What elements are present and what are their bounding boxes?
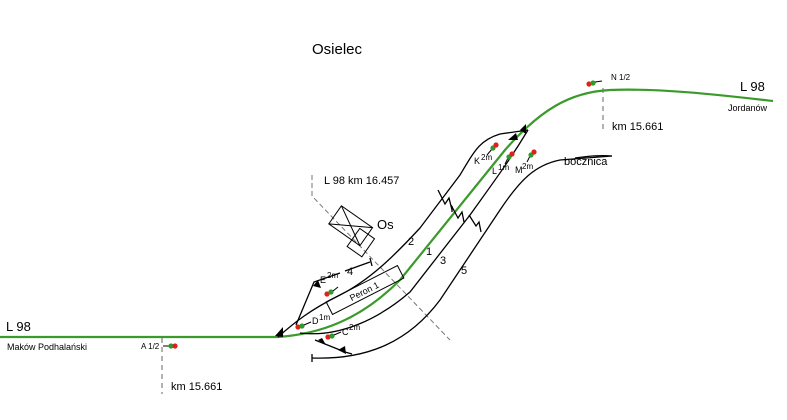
signal-k: K 2m <box>474 142 499 166</box>
signal-green-lamp <box>168 343 174 349</box>
signal-a-label: A 1/2 <box>141 342 160 351</box>
catenary-separator <box>468 214 482 233</box>
signal-red-lamp <box>509 151 515 157</box>
signal-a: A 1/2 <box>141 342 178 351</box>
destination-left: Maków Podhalański <box>7 342 87 352</box>
signal-red-lamp <box>172 343 178 349</box>
signal-n: N 1/2 <box>586 73 631 87</box>
line-label-right: L 98 <box>740 79 765 94</box>
signal-green-lamp <box>328 289 334 295</box>
switch-marker <box>313 280 321 288</box>
station-building <box>328 205 376 258</box>
signal-red-lamp <box>324 291 330 297</box>
signal-red-lamp <box>295 324 301 330</box>
track-3 <box>299 129 529 335</box>
signal-k-label: K <box>474 156 480 166</box>
track-label-1: 1 <box>426 246 432 258</box>
switch-marker <box>338 346 346 354</box>
siding-track <box>574 154 613 159</box>
station-axis-marker <box>311 175 451 341</box>
signal-l: L 1m <box>492 151 515 176</box>
signal-red-lamp <box>325 334 331 340</box>
signal-m: M 2m <box>515 149 537 175</box>
signal-m-sup: 2m <box>522 162 533 171</box>
km-label-left: km 15.661 <box>171 381 222 393</box>
track-label-5: 5 <box>461 265 467 277</box>
signal-d: D 1m <box>295 313 330 330</box>
track-label-2: 2 <box>408 236 414 248</box>
signal-green-lamp <box>299 323 305 329</box>
km-label-right: km 15.661 <box>612 121 663 133</box>
signal-c-label: C <box>342 327 349 337</box>
signal-green-lamp <box>329 333 335 339</box>
crossover <box>314 339 353 355</box>
building-label: Os <box>377 217 394 232</box>
switch-marker <box>520 124 526 134</box>
line-label-left: L 98 <box>6 319 31 334</box>
destination-right: Jordanów <box>728 103 768 113</box>
signal-m-label: M <box>515 165 523 175</box>
switch-marker <box>508 133 518 140</box>
station-title: Osielec <box>312 41 363 58</box>
signal-red-lamp <box>531 149 537 155</box>
siding-label: bocznica <box>564 156 608 168</box>
main-track-1 <box>0 88 774 339</box>
signal-e-label: E <box>320 275 326 285</box>
track-label-4: 4 <box>347 266 353 278</box>
signal-c-sup: 2m <box>349 323 360 332</box>
signal-n-label: N 1/2 <box>611 73 631 82</box>
track-5 <box>311 155 613 359</box>
platform-label: Peron 1 <box>348 280 381 303</box>
station-km-label: L 98 km 16.457 <box>324 175 399 187</box>
catenary-separator <box>450 204 465 223</box>
switch-marker <box>318 338 326 345</box>
track-4 <box>295 272 341 326</box>
signal-e-sup: 2m <box>327 271 338 280</box>
switch-marker <box>275 327 283 337</box>
signal-e: E 2m <box>320 271 338 297</box>
signal-green-lamp <box>590 80 596 86</box>
track-label-3: 3 <box>440 255 446 267</box>
signal-red-lamp <box>493 142 499 148</box>
track-2 <box>277 129 529 338</box>
buffer-stop <box>344 257 373 272</box>
signal-d-sup: 1m <box>319 313 330 322</box>
signal-red-lamp <box>586 81 592 87</box>
signal-l-label: L <box>492 166 497 176</box>
signal-c: C 2m <box>325 323 360 340</box>
signal-d-label: D <box>312 316 319 326</box>
signal-l-sup: 1m <box>498 163 509 172</box>
signal-k-sup: 2m <box>481 153 492 162</box>
